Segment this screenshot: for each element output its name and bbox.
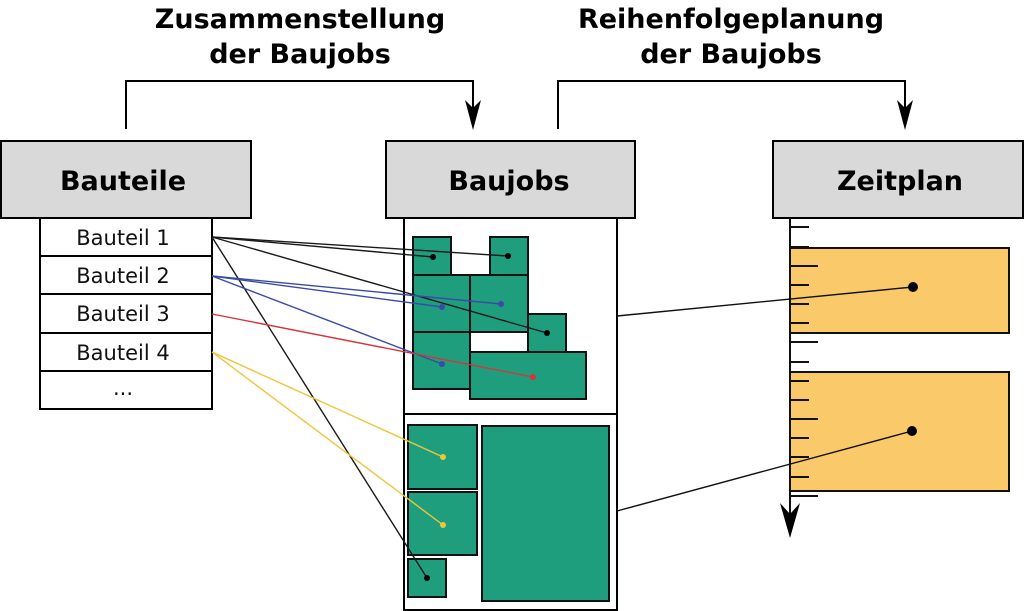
connection-line-bauteil-3	[211, 313, 534, 378]
process-label-assembly-line2: der Baujobs	[209, 39, 391, 70]
connection-line-bauteil-1	[211, 236, 548, 334]
timeline-ticks	[790, 226, 818, 497]
list-item	[39, 293, 213, 334]
part-label-more: ...	[113, 376, 133, 400]
connection-line-bauteil-1	[211, 236, 428, 579]
placement-dot	[505, 253, 511, 259]
arrow-down-icon	[897, 100, 913, 130]
placement-dot	[439, 361, 445, 367]
process-label-assembly-line1: Zusammenstellung	[155, 4, 445, 35]
schedule-slot-2	[789, 371, 1010, 492]
list-item	[39, 255, 213, 295]
part-label: Bauteil 1	[76, 226, 169, 250]
schedule-dot	[908, 282, 918, 292]
header-zeitplan-label: Zeitplan	[837, 166, 963, 197]
job-part-block	[481, 425, 610, 602]
list-item	[39, 217, 213, 257]
connection-line-bauteil-1	[211, 236, 434, 258]
process-label-sequencing-line2: der Baujobs	[640, 39, 822, 70]
connection-line-bauteil-4	[211, 351, 444, 458]
header-bauteile: Bauteile	[0, 140, 252, 219]
placement-dot	[424, 575, 430, 581]
schedule-link-job-2	[616, 430, 913, 512]
job-2	[407, 424, 610, 602]
part-label: Bauteil 2	[76, 264, 169, 288]
header-bauteile-label: Bauteile	[60, 166, 186, 197]
arrow-down-icon	[780, 503, 800, 538]
job-part-block	[412, 274, 471, 333]
process-label-sequencing-line1: Reihenfolgeplanung	[578, 4, 884, 35]
header-baujobs: Baujobs	[385, 140, 636, 219]
process-arrow-assembly	[125, 80, 481, 130]
placement-dot	[498, 301, 504, 307]
list-item	[39, 370, 213, 410]
schedule-timeline	[780, 218, 1010, 538]
part-connections	[211, 236, 548, 579]
connection-line-bauteil-1	[211, 236, 509, 257]
parts-list: Bauteil 1 Bauteil 2 Bauteil 3 Bauteil 4 …	[39, 217, 213, 410]
connection-line-bauteil-2	[211, 275, 443, 308]
connection-line-bauteil-2	[211, 275, 443, 365]
job-part-block	[412, 331, 471, 390]
header-baujobs-label: Baujobs	[448, 166, 569, 197]
placement-dot	[530, 374, 536, 380]
placement-dot	[544, 330, 550, 336]
connection-line-bauteil-2	[211, 275, 502, 305]
placement-dot	[440, 454, 446, 460]
job-1	[412, 236, 587, 400]
schedule-links	[616, 282, 918, 512]
placement-dot	[440, 522, 446, 528]
schedule-dot	[907, 426, 917, 436]
placement-dot	[439, 304, 445, 310]
schedule-slot-1	[789, 247, 1010, 334]
list-item	[39, 332, 213, 372]
process-arrow-sequencing	[557, 80, 913, 130]
placement-dot	[430, 254, 436, 260]
placement-dots	[424, 253, 550, 581]
part-label: Bauteil 3	[76, 302, 169, 326]
schedule-link-job-1	[616, 286, 914, 317]
part-label: Bauteil 4	[76, 341, 169, 365]
arrow-down-icon	[465, 100, 481, 130]
connection-line-bauteil-4	[211, 351, 444, 526]
header-zeitplan: Zeitplan	[772, 140, 1024, 219]
